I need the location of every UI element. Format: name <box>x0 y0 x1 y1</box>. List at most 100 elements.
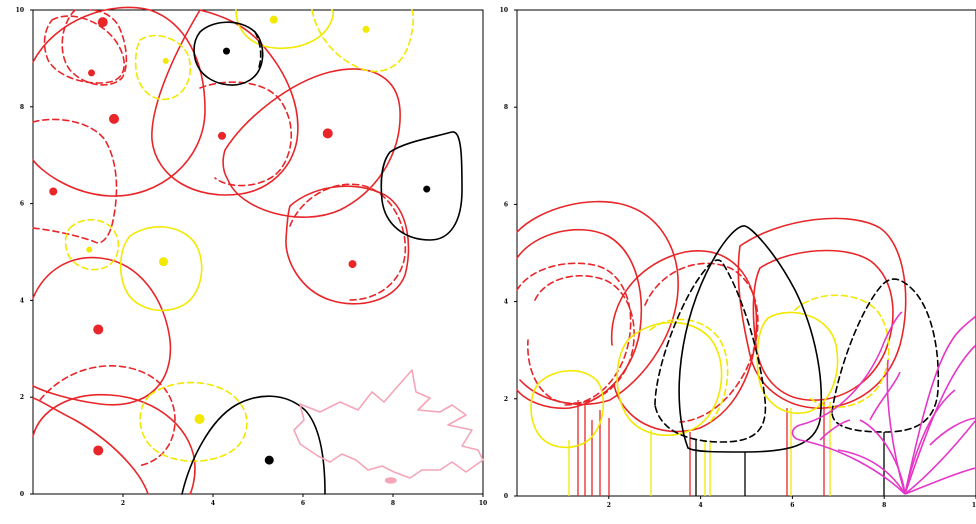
red-dashed-curve <box>289 183 407 301</box>
x-tick-label: 6 <box>301 500 305 507</box>
y-tick-label: 6 <box>504 201 508 208</box>
red-solid-curve <box>610 250 758 433</box>
red-dashed-curve <box>516 262 632 406</box>
yellow-solid-curve <box>235 9 335 50</box>
red-data-point <box>109 113 119 124</box>
yellow-dashed-curve <box>311 9 415 73</box>
red-dashed-curve <box>527 274 635 404</box>
black-data-point <box>223 47 230 55</box>
magenta-curve <box>904 315 976 495</box>
yellow-solid-curve <box>530 370 605 449</box>
yellow-data-point <box>86 246 93 253</box>
left-chart-panel: 2 4 6 8 10 0 2 4 6 8 10 <box>16 6 488 507</box>
red-solid-curve <box>32 393 196 495</box>
red-data-point <box>97 17 108 28</box>
red-solid-curve <box>285 185 410 305</box>
black-solid-curve <box>193 21 264 86</box>
magenta-curve <box>904 344 976 495</box>
x-tick-label: 8 <box>391 500 395 507</box>
x-tick-label: 10 <box>972 502 976 509</box>
red-solid-curve <box>151 9 299 196</box>
magenta-curve <box>886 359 906 495</box>
yellow-solid-curve <box>119 226 203 312</box>
magenta-curve <box>859 419 906 495</box>
y-tick-label: 4 <box>20 297 24 304</box>
y-tick-label: 2 <box>504 396 508 403</box>
left-axis-ticks: 2 4 6 8 10 0 2 4 6 8 10 <box>16 7 488 507</box>
y-tick-label: 4 <box>504 299 508 306</box>
red-solid-curve <box>32 6 206 197</box>
red-data-point <box>88 69 95 77</box>
magenta-curve <box>819 419 851 441</box>
red-dashed-curve <box>61 9 128 86</box>
black-data-point <box>423 185 431 193</box>
black-solid-curve <box>181 395 326 495</box>
y-tick-label: 10 <box>500 7 508 14</box>
red-solid-curve <box>222 68 401 218</box>
black-dashed-curve <box>654 259 767 443</box>
magenta-curve <box>904 467 976 495</box>
yellow-solid-curve <box>616 321 723 437</box>
left-chart-curves <box>32 6 484 495</box>
magenta-curve <box>904 419 976 495</box>
yellow-dashed-curve <box>134 34 192 101</box>
y-tick-label: 8 <box>20 104 24 111</box>
red-data-point <box>348 260 357 269</box>
x-tick-label: 10 <box>479 500 487 507</box>
magenta-curve <box>869 371 901 421</box>
x-tick-label: 2 <box>121 500 125 507</box>
yellow-dashed-curve <box>794 294 890 408</box>
red-solid-curve <box>752 249 894 401</box>
yellow-data-point <box>194 413 205 424</box>
y-tick-label: 6 <box>20 201 24 208</box>
magenta-curve <box>929 417 976 446</box>
red-data-point <box>49 187 58 196</box>
red-dashed-curve <box>199 81 292 187</box>
y-tick-label: 0 <box>20 491 24 498</box>
red-solid-curve <box>32 397 149 495</box>
yellow-data-point <box>269 15 278 24</box>
magenta-curve <box>791 311 906 495</box>
yellow-data-point <box>362 25 370 33</box>
red-dashed-curve <box>39 365 176 467</box>
yellow-data-point <box>159 257 168 267</box>
x-tick-label: 4 <box>699 502 703 509</box>
x-tick-label: 4 <box>211 500 215 507</box>
red-solid-curve <box>737 217 907 409</box>
red-data-point <box>218 131 226 140</box>
black-dashed-curve <box>831 278 940 433</box>
magenta-curve <box>837 449 906 495</box>
y-tick-label: 8 <box>504 104 508 111</box>
black-data-point <box>264 455 274 465</box>
y-tick-label: 10 <box>16 7 24 14</box>
red-data-point <box>93 324 104 335</box>
y-tick-label: 2 <box>20 394 24 401</box>
pink-solid-curve <box>293 369 484 479</box>
left-plot-frame <box>32 9 484 495</box>
right-chart-curves <box>516 200 976 496</box>
magenta-bush <box>791 311 976 495</box>
y-tick-label: 0 <box>504 493 508 500</box>
right-plot-frame <box>516 9 976 497</box>
red-dashed-curve <box>32 118 118 244</box>
left-scatter-points <box>49 15 431 484</box>
magenta-curve <box>904 389 956 495</box>
red-dashed-curve <box>43 15 125 84</box>
red-data-point <box>322 128 333 139</box>
yellow-solid-curve <box>756 311 839 414</box>
black-dashed-curve <box>254 31 262 71</box>
yellow-dashed-curve <box>64 218 120 271</box>
black-solid-curve <box>678 225 823 453</box>
pink-data-point <box>384 477 397 484</box>
yellow-dashed-curve <box>139 381 248 462</box>
red-solid-curve <box>516 228 643 410</box>
stem-lines <box>568 400 885 496</box>
yellow-data-point <box>162 57 169 64</box>
black-solid-curve <box>380 131 463 241</box>
x-tick-label: 8 <box>882 502 886 509</box>
red-solid-curve <box>32 256 172 406</box>
yellow-dashed-curve <box>649 318 729 425</box>
